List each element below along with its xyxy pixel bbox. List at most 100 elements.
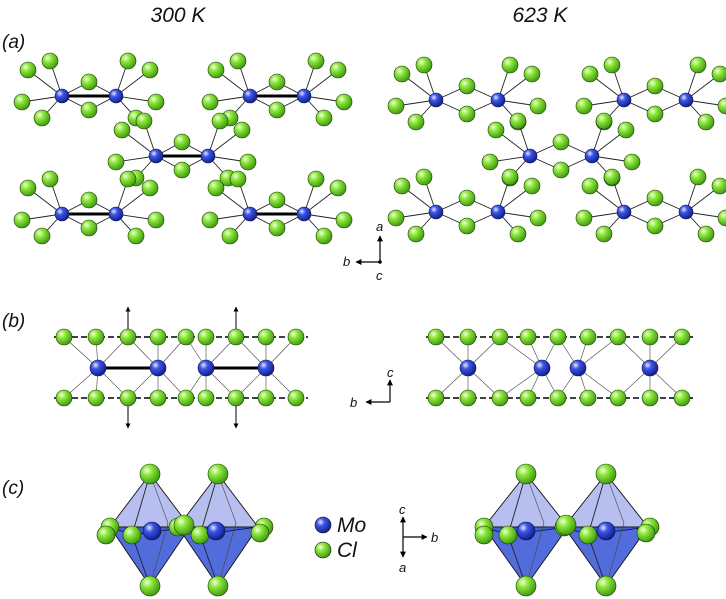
cl-atom <box>335 93 353 111</box>
mo-atom <box>459 359 477 377</box>
legend-cl-marker <box>314 541 332 559</box>
cl-atom <box>549 328 567 346</box>
panel-a-623k-structure <box>387 56 726 243</box>
cl-atom <box>329 179 347 197</box>
cl-atom <box>498 525 518 545</box>
cl-atom <box>335 211 353 229</box>
mo-atom <box>522 148 538 164</box>
cl-atom <box>96 525 116 545</box>
cl-atom <box>80 73 98 91</box>
cl-atom <box>578 525 598 545</box>
cl-atom <box>641 389 659 407</box>
cl-atom <box>697 225 715 243</box>
cl-atom <box>458 105 476 123</box>
panel-c-623k-octahedra <box>474 463 660 597</box>
cl-atom <box>646 77 664 95</box>
cl-atom <box>509 112 527 130</box>
cl-atom <box>529 209 547 227</box>
cl-atom <box>173 514 195 536</box>
cl-atom <box>207 463 229 485</box>
cl-atom <box>80 191 98 209</box>
mo-atom <box>89 359 107 377</box>
cl-atom <box>529 97 547 115</box>
cl-atom <box>207 61 225 79</box>
cl-atom <box>646 189 664 207</box>
axes-indicator-b: c b <box>350 365 394 410</box>
cl-atom <box>239 153 257 171</box>
cl-atom <box>147 211 165 229</box>
mo-atom <box>148 148 164 164</box>
cl-atom <box>595 225 613 243</box>
cl-atom <box>315 227 333 245</box>
cl-atom <box>689 56 707 74</box>
cl-atom <box>636 523 656 543</box>
cl-atom <box>579 389 597 407</box>
cl-atom <box>268 219 286 237</box>
cl-atom <box>177 328 195 346</box>
cl-atom <box>33 227 51 245</box>
cl-atom <box>135 112 153 130</box>
cl-atom <box>197 328 215 346</box>
mo-atom <box>428 204 444 220</box>
cl-atom <box>603 56 621 74</box>
cl-atom <box>227 328 245 346</box>
panel-label-b: (b) <box>2 311 25 332</box>
cl-atom <box>268 73 286 91</box>
mo-atom <box>678 204 694 220</box>
mo-atom <box>54 206 70 222</box>
mo-atom <box>200 148 216 164</box>
cl-atom <box>149 389 167 407</box>
cl-atom <box>80 101 98 119</box>
panel-b-623k-structure <box>426 328 694 407</box>
cl-atom <box>501 168 519 186</box>
legend-mo-marker <box>314 516 332 534</box>
cl-atom <box>19 179 37 197</box>
cl-atom <box>221 227 239 245</box>
cl-atom <box>177 389 195 407</box>
cl-atom <box>393 177 411 195</box>
cl-atom <box>595 575 617 597</box>
cl-atom <box>487 121 505 139</box>
cl-atom <box>519 389 537 407</box>
cl-atom <box>387 209 405 227</box>
cl-atom <box>646 217 664 235</box>
mo-atom <box>54 88 70 104</box>
cl-atom <box>519 328 537 346</box>
mo-atom <box>296 88 312 104</box>
axis-label-b-b: b <box>350 395 357 410</box>
cl-atom <box>141 179 159 197</box>
mo-atom <box>142 521 162 541</box>
cl-atom <box>458 77 476 95</box>
cl-atom <box>407 113 425 131</box>
cl-atom <box>491 328 509 346</box>
cl-atom <box>603 168 621 186</box>
mo-atom <box>616 204 632 220</box>
cl-atom <box>427 328 445 346</box>
cl-atom <box>227 389 245 407</box>
cl-atom <box>552 133 570 151</box>
mo-atom <box>596 521 616 541</box>
cl-atom <box>491 389 509 407</box>
cl-atom <box>415 56 433 74</box>
legend: Mo Cl <box>314 514 366 562</box>
cl-atom <box>207 179 225 197</box>
mo-atom <box>242 206 258 222</box>
cl-atom <box>268 191 286 209</box>
mo-atom <box>257 359 275 377</box>
mo-atom <box>490 204 506 220</box>
cl-atom <box>393 65 411 83</box>
mo-atom <box>678 92 694 108</box>
cl-atom <box>55 328 73 346</box>
axis-label-c-c: c <box>399 502 406 517</box>
cl-atom <box>19 61 37 79</box>
cl-atom <box>609 389 627 407</box>
cl-atom <box>197 389 215 407</box>
cl-atom <box>387 97 405 115</box>
panel-label-c: (c) <box>2 478 24 499</box>
cl-atom <box>673 328 691 346</box>
cl-atom <box>257 328 275 346</box>
cl-atom <box>113 121 131 139</box>
mo-atom <box>428 92 444 108</box>
cl-atom <box>697 113 715 131</box>
cl-atom <box>623 153 641 171</box>
